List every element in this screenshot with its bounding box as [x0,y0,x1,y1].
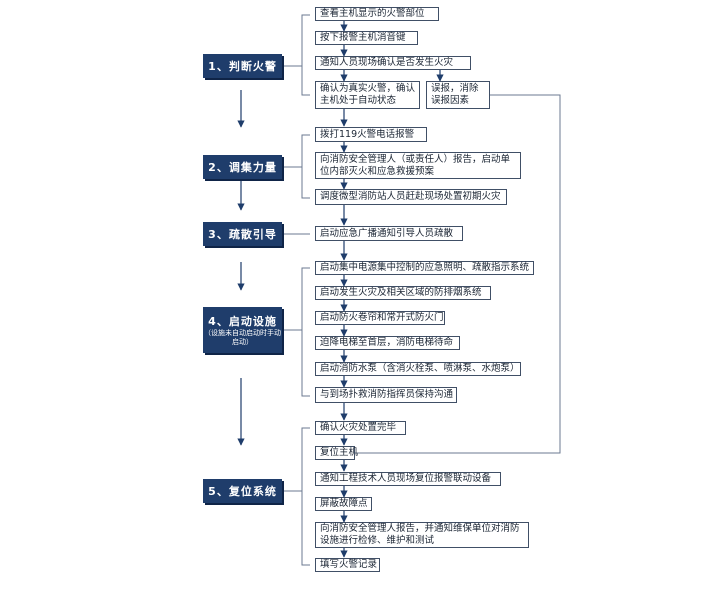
step-check-alarm-location: 查看主机显示的火警部位 [315,7,439,21]
step-dispatch-mini-station: 调度微型消防站人员赶赴现场处置初期火灾 [315,189,507,205]
step-press-silence-key: 按下报警主机消音键 [315,31,418,45]
step-false-alarm: 误报，消除误报因素 [426,81,490,109]
step-fill-record: 填写火警记录 [315,558,380,572]
step-call-119: 拨打119火警电话报警 [315,127,427,142]
step-fire-pumps: 启动消防水泵（含消火栓泵、喷淋泵、水炮泵） [315,362,521,376]
phase-sublabel: （设施未自动启动时手动启动） [204,329,281,346]
step-liaise-commander: 与到场扑救消防指挥员保持沟通 [315,387,457,403]
step-elevator-recall: 迫降电梯至首层，消防电梯待命 [315,336,460,350]
step-reset-host: 复位主机 [315,446,358,460]
phase-4-activate-facilities: 4、启动设施 （设施未自动启动时手动启动） [203,307,282,353]
step-confirm-real-alarm: 确认为真实火警，确认主机处于自动状态 [315,81,420,109]
phase-3-evacuation: 3、疏散引导 [203,222,282,246]
phase-2-mobilize-forces: 2、调集力量 [203,155,282,179]
bracket-phase4 [301,267,310,397]
phase-label: 5、复位系统 [208,485,277,498]
step-confirm-fire-out: 确认火灾处置完毕 [315,421,406,435]
step-report-maintenance: 向消防安全管理人报告，并通知维保单位对消防设施进行检修、维护和测试 [315,522,529,548]
step-notify-site-check: 通知人员现场确认是否发生火灾 [315,56,471,70]
bracket-phase2 [301,134,310,199]
bracket-phase1 [301,14,310,96]
false-alarm-connector [355,94,561,454]
phase-5-reset-system: 5、复位系统 [203,479,282,503]
step-notify-engineers: 通知工程技术人员现场复位报警联动设备 [315,472,501,486]
phase-label: 3、疏散引导 [208,228,277,241]
step-report-manager: 向消防安全管理人（或责任人）报告，启动单位内部灭火和应急救援预案 [315,152,521,179]
phase-label: 2、调集力量 [208,161,277,174]
step-emergency-lighting: 启动集中电源集中控制的应急照明、疏散指示系统 [315,261,534,275]
step-shield-fault: 屏蔽故障点 [315,497,372,511]
step-emergency-broadcast: 启动应急广播通知引导人员疏散 [315,226,463,241]
step-fire-shutter-doors: 启动防火卷帘和常开式防火门 [315,311,445,325]
phase-1-judge-alarm: 1、判断火警 [203,54,282,78]
bracket-phase5 [301,427,310,566]
step-smoke-control: 启动发生火灾及相关区域的防排烟系统 [315,286,491,300]
phase-label: 4、启动设施 [208,315,277,328]
phase-label: 1、判断火警 [208,60,277,73]
